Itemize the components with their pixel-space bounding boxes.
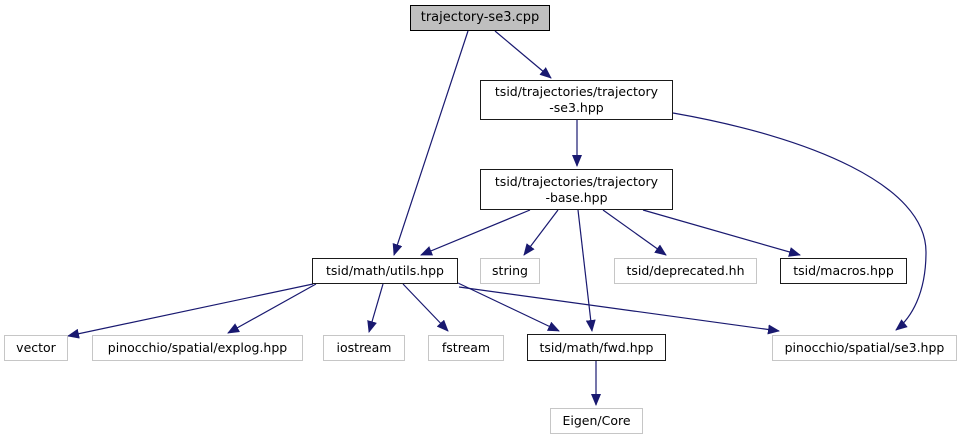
edge-base-hpp-to-fwd-hpp [577, 209, 596, 332]
node-string: string [480, 258, 540, 284]
node-tsid-macros-hpp[interactable]: tsid/macros.hpp [780, 258, 907, 284]
node-fstream: fstream [428, 335, 504, 361]
node-vector: vector [4, 335, 68, 361]
node-label: tsid/macros.hpp [793, 263, 894, 278]
edge-utils-hpp-to-explog-hpp [227, 283, 317, 334]
node-label-line2: -base.hpp [545, 189, 608, 205]
node-pinocchio-spatial-se3-hpp: pinocchio/spatial/se3.hpp [772, 335, 957, 361]
node-label: fstream [441, 340, 491, 355]
edge-utils-hpp-to-vector [67, 283, 314, 339]
node-label: iostream [336, 340, 392, 355]
edge-base-hpp-to-utils-hpp [420, 209, 531, 256]
node-tsid-math-fwd-hpp[interactable]: tsid/math/fwd.hpp [527, 334, 666, 361]
edge-utils-hpp-to-fstream [402, 283, 449, 332]
node-label: tsid/deprecated.hh [626, 263, 745, 278]
node-tsid-deprecated-hh: tsid/deprecated.hh [614, 258, 757, 284]
node-iostream: iostream [323, 335, 405, 361]
edge-utils-hpp-to-pinocchio-se3-hpp [458, 286, 780, 335]
edge-cpp-to-utils-hpp [392, 30, 469, 256]
node-label: pinocchio/spatial/se3.hpp [784, 340, 945, 355]
edge-base-hpp-to-macros-hpp [642, 209, 801, 257]
node-label: Eigen/Core [562, 413, 631, 428]
node-label: tsid/math/fwd.hpp [539, 339, 654, 355]
node-label: trajectory-se3.cpp [420, 9, 540, 25]
node-label-line1: tsid/trajectories/trajectory [494, 173, 659, 189]
edge-base-hpp-to-deprecated-hh [602, 209, 667, 256]
node-label: tsid/math/utils.hpp [326, 263, 444, 278]
node-label-line1: tsid/trajectories/trajectory [494, 84, 659, 99]
node-label: pinocchio/spatial/explog.hpp [107, 340, 288, 355]
node-trajectory-se3-hpp[interactable]: tsid/trajectories/trajectory -se3.hpp [480, 80, 673, 120]
node-pinocchio-spatial-explog-hpp: pinocchio/spatial/explog.hpp [92, 335, 303, 361]
node-label: string [492, 263, 528, 278]
node-label: vector [16, 340, 56, 355]
edge-trajectory-se3-hpp-to-pinocchio-se3-hpp [672, 112, 927, 331]
node-eigen-core: Eigen/Core [550, 408, 643, 434]
node-tsid-math-utils-hpp[interactable]: tsid/math/utils.hpp [312, 258, 458, 284]
node-trajectory-base-hpp[interactable]: tsid/trajectories/trajectory -base.hpp [480, 169, 673, 210]
edge-cpp-to-trajectory-se3-hpp [494, 30, 552, 79]
edge-base-hpp-to-string [523, 209, 559, 256]
edge-utils-hpp-to-fwd-hpp [457, 282, 560, 332]
node-label-line2: -se3.hpp [549, 100, 604, 115]
node-trajectory-se3-cpp: trajectory-se3.cpp [410, 5, 550, 31]
edge-utils-hpp-to-iostream [367, 283, 384, 333]
